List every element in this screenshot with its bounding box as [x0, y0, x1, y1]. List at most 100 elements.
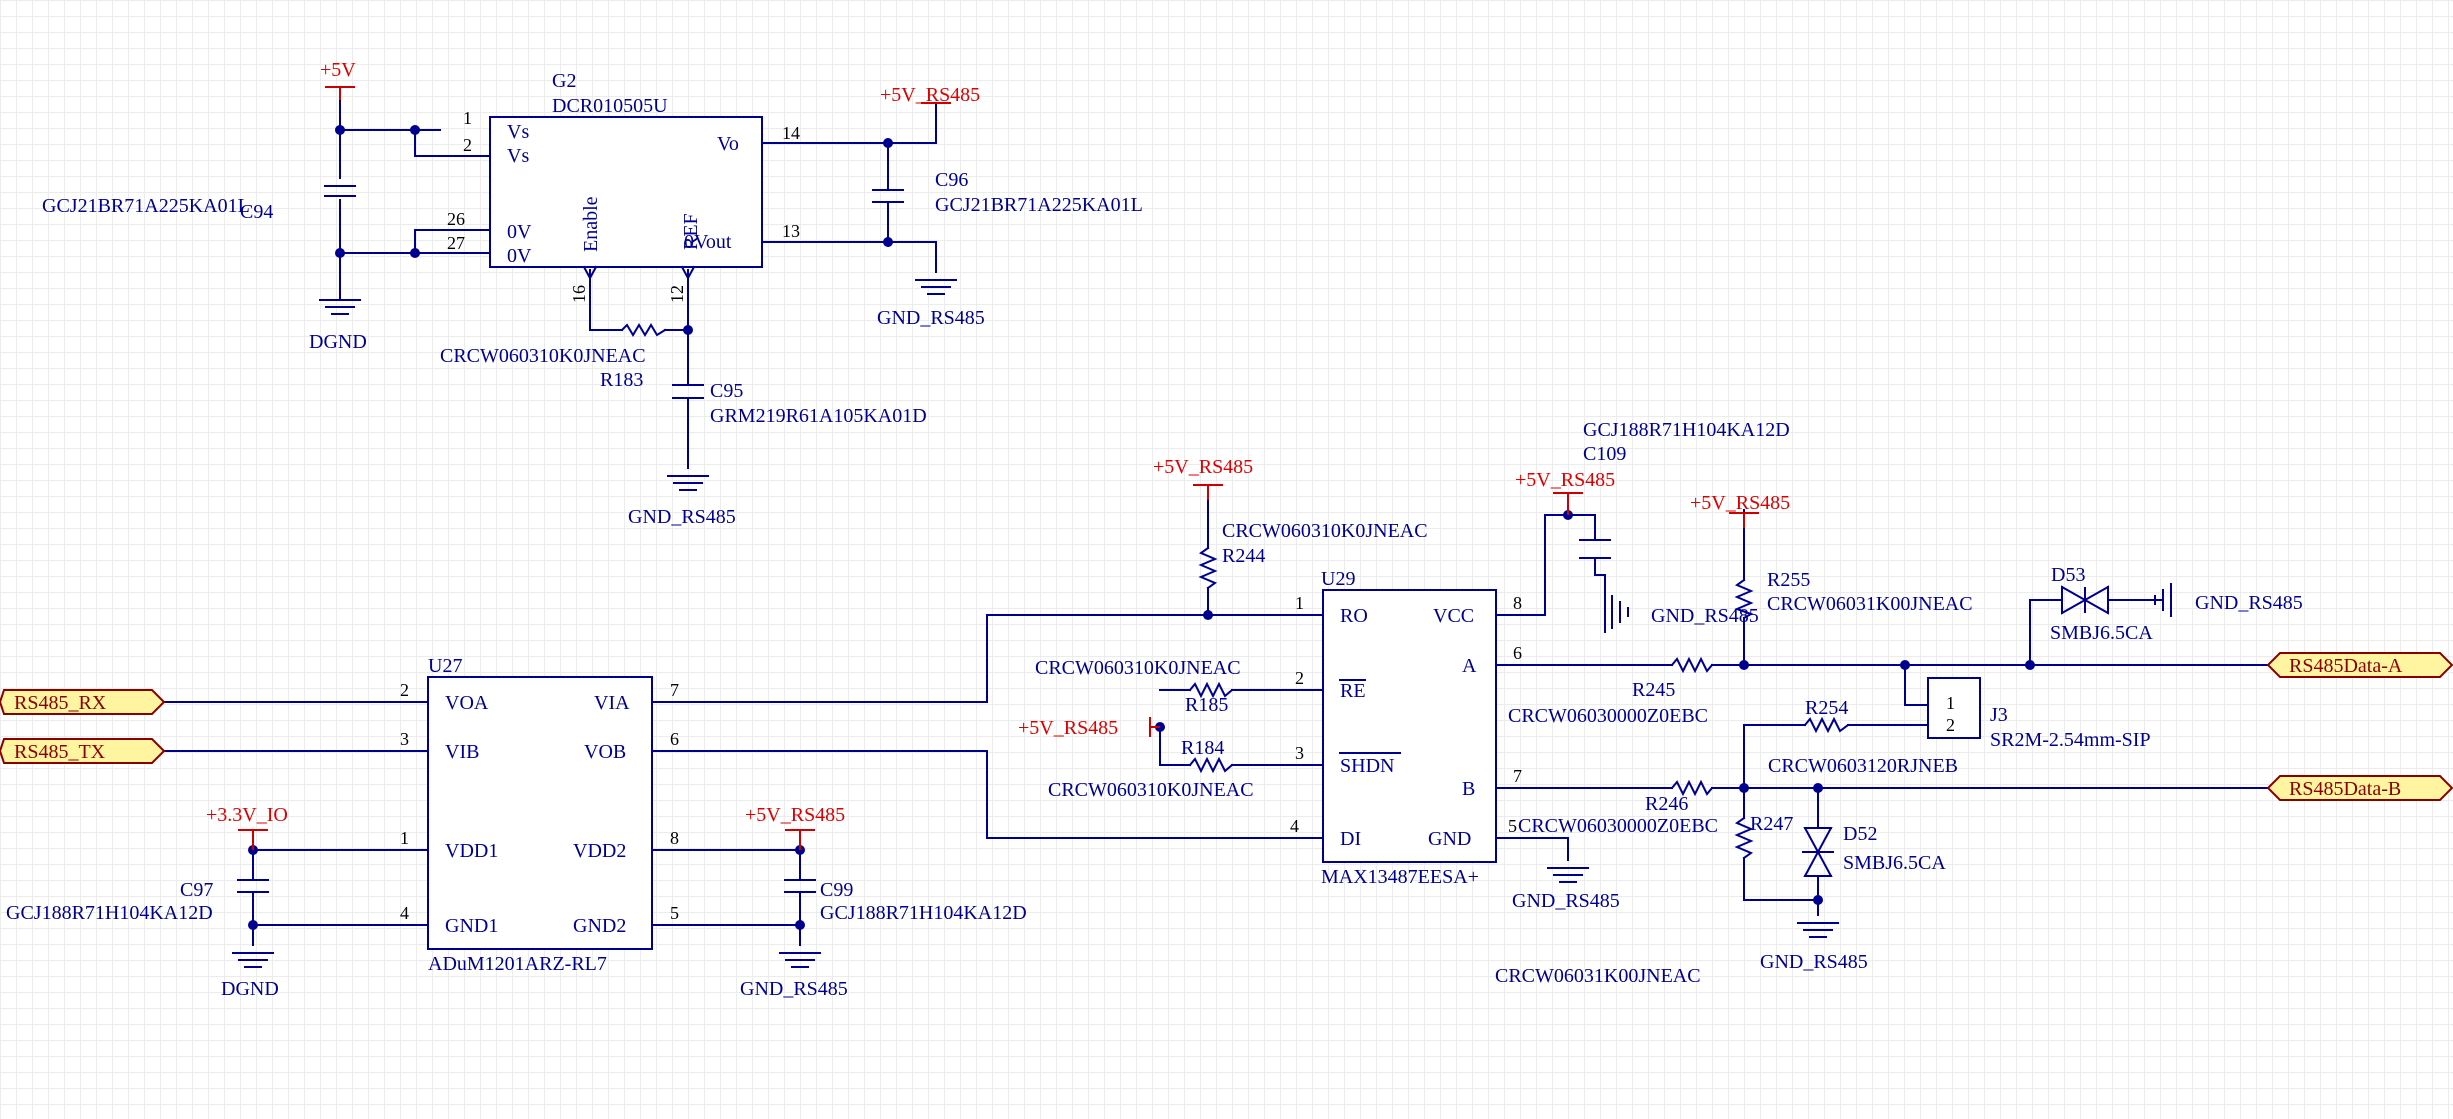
diode-d53-glyph	[2061, 585, 2109, 615]
component-u29[interactable]: U29 MAX13487EESA+ RO RE SHDN DI VCC A B …	[1290, 568, 1522, 888]
c97-ref: C97	[180, 879, 213, 901]
power-flag-3v3-io: +3.3V_IO	[206, 804, 288, 850]
ground-label-gnd-rs485: GND_RS485	[1512, 890, 1620, 912]
u29-pin-ro: RO	[1340, 605, 1368, 627]
u29-pin-shdn: SHDN	[1340, 755, 1394, 777]
u27-part: ADuM1201ARZ-RL7	[428, 953, 607, 975]
u29-pinnum-4: 4	[1290, 816, 1299, 836]
resistor-r244[interactable]: R244 CRCW060310K0JNEAC	[1222, 520, 1428, 567]
diode-d53[interactable]: D53 SMBJ6.5CA	[2050, 564, 2153, 644]
u27-pin-vib: VIB	[445, 741, 479, 763]
resistor-r254[interactable]: R254 CRCW0603120RJNEB	[1768, 697, 1958, 777]
c99-part: GCJ188R71H104KA12D	[820, 902, 1027, 924]
capacitor-c96[interactable]: C96 GCJ21BR71A225KA01L	[935, 169, 1143, 216]
u27-pinnum-7: 7	[670, 680, 679, 700]
capacitor-c95[interactable]: C95 GRM219R61A105KA01D	[710, 380, 927, 427]
resistor-r246[interactable]: R246 CRCW06030000Z0EBC	[1518, 793, 1718, 837]
u27-pinnum-8: 8	[670, 828, 679, 848]
u27-pin-vdd2: VDD2	[573, 840, 626, 862]
u27-pin-voa: VOA	[445, 692, 489, 714]
u29-part: MAX13487EESA+	[1321, 866, 1479, 888]
ground-label-gnd-rs485: GND_RS485	[628, 506, 736, 528]
component-j3[interactable]: 1 2 J3 SR2M-2.54mm-SIP	[1927, 677, 2151, 751]
c109-ref: C109	[1583, 443, 1626, 465]
j3-pin-2: 2	[1946, 715, 1955, 735]
u27-pinnum-4: 4	[400, 903, 409, 923]
u27-pin-vdd1: VDD1	[445, 840, 498, 862]
diode-d52-glyph	[1802, 827, 1834, 877]
g2-pin-vs-2: Vs	[507, 145, 529, 167]
u27-pinnum-3: 3	[400, 729, 409, 749]
u29-pinnum-6: 6	[1513, 643, 1522, 663]
g2-pinnum-14: 14	[782, 123, 800, 143]
u29-pin-b: B	[1462, 778, 1475, 800]
u27-pin-gnd2: GND2	[573, 915, 626, 937]
power-label-5v: +5V	[320, 59, 356, 81]
capacitor-c109[interactable]: C109 GCJ188R71H104KA12D	[1583, 419, 1790, 465]
ground-label-gnd-rs485: GND_RS485	[877, 307, 985, 329]
resistor-r247[interactable]: R247 CRCW06031K00JNEAC	[1495, 813, 1793, 987]
g2-pin-ref: REF	[680, 213, 702, 250]
r247-ref: R247	[1750, 813, 1793, 835]
g2-pinnum-12: 12	[667, 285, 687, 303]
g2-pinnum-16: 16	[569, 285, 589, 303]
r246-part: CRCW06030000Z0EBC	[1518, 815, 1718, 837]
resistor-r183-glyph	[620, 323, 667, 337]
g2-pinnum-27: 27	[447, 233, 465, 253]
capacitor-c97[interactable]: C97 GCJ188R71H104KA12D	[6, 879, 213, 924]
resistor-r254-glyph	[1803, 716, 1850, 734]
port-rs485-tx[interactable]: RS485_TX	[0, 738, 166, 764]
d52-part: SMBJ6.5CA	[1843, 852, 1946, 874]
resistor-glyphs	[620, 323, 1850, 860]
j3-ref: J3	[1990, 704, 2008, 726]
u27-pin-vob: VOB	[584, 741, 626, 763]
resistor-r185[interactable]: R185 CRCW060310K0JNEAC	[1035, 657, 1241, 716]
r246-ref: R246	[1645, 793, 1688, 815]
power-label-5v-rs485: +5V_RS485	[745, 804, 845, 826]
resistor-r183[interactable]: R183 CRCW060310K0JNEAC	[440, 345, 646, 391]
ground-gnd-rs485-u29: GND_RS485	[1512, 867, 1620, 912]
port-rs485-data-a[interactable]: RS485Data-A	[2266, 652, 2453, 678]
g2-pin-0v-26: 0V	[507, 221, 532, 243]
d52-ref: D52	[1843, 823, 1877, 845]
r185-part: CRCW060310K0JNEAC	[1035, 657, 1241, 679]
ground-label-gnd-rs485: GND_RS485	[740, 978, 848, 1000]
u27-pinnum-5: 5	[670, 903, 679, 923]
r184-ref: R184	[1181, 737, 1224, 759]
c99-ref: C99	[820, 879, 853, 901]
resistor-r245[interactable]: R245 CRCW06030000Z0EBC	[1508, 679, 1708, 727]
u27-pin-gnd1: GND1	[445, 915, 498, 937]
r244-ref: R244	[1222, 545, 1265, 567]
component-u27[interactable]: U27 ADuM1201ARZ-RL7 VOA VIB VDD1 GND1 VI…	[400, 655, 679, 975]
component-g2[interactable]: G2 DCR010505U Vs Vs 0V 0V Vo 0Vout Enabl…	[447, 70, 800, 303]
ground-label-dgnd: DGND	[221, 978, 279, 1000]
power-label-5v-rs485: +5V_RS485	[1153, 456, 1253, 478]
resistor-r184[interactable]: R184 CRCW060310K0JNEAC	[1048, 737, 1254, 801]
u29-pinnum-8: 8	[1513, 593, 1522, 613]
port-rs485-data-b[interactable]: RS485Data-B	[2266, 775, 2453, 801]
r247-part: CRCW06031K00JNEAC	[1495, 965, 1701, 987]
u27-pin-via: VIA	[594, 692, 630, 714]
port-rs485-rx[interactable]: RS485_RX	[0, 689, 166, 715]
u29-pinnum-1: 1	[1295, 593, 1304, 613]
c96-part: GCJ21BR71A225KA01L	[935, 194, 1143, 216]
g2-pinnum-26: 26	[447, 209, 465, 229]
diode-d52[interactable]: D52 SMBJ6.5CA	[1843, 823, 1946, 874]
resistor-r245-glyph	[1670, 656, 1714, 674]
capacitor-c99[interactable]: C99 GCJ188R71H104KA12D	[820, 879, 1027, 924]
capacitor-c94[interactable]: C94 GCJ21BR71A225KA01L	[42, 195, 273, 223]
r185-ref: R185	[1185, 694, 1228, 716]
resistor-r255[interactable]: R255 CRCW06031K00JNEAC	[1767, 569, 1973, 615]
r254-ref: R254	[1805, 697, 1848, 719]
u29-pin-vcc: VCC	[1433, 605, 1474, 627]
power-label-5v-rs485: +5V_RS485	[1515, 469, 1615, 491]
c97-part: GCJ188R71H104KA12D	[6, 902, 213, 924]
u29-pin-di: DI	[1340, 828, 1361, 850]
u29-pinnum-7: 7	[1513, 766, 1522, 786]
power-flag-5v-rs485-r255: +5V_RS485	[1690, 492, 1790, 528]
power-label-5v-rs485: +5V_RS485	[880, 84, 980, 106]
power-flag-5v-rs485-u27: +5V_RS485	[745, 804, 845, 850]
resistor-r246-glyph	[1670, 779, 1714, 797]
u29-pinnum-5: 5	[1508, 816, 1517, 836]
power-label-5v-rs485: +5V_RS485	[1690, 492, 1790, 514]
